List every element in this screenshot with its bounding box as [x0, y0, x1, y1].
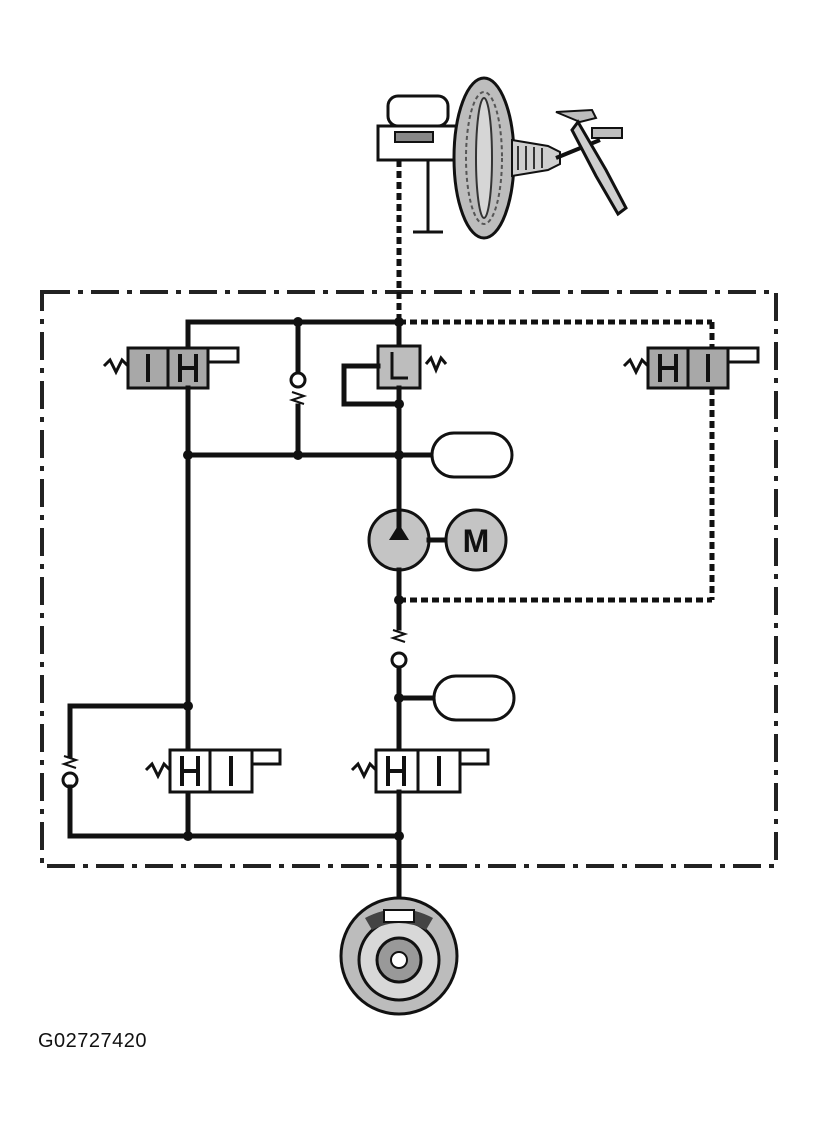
- solenoid-valve-icon: [622, 346, 760, 390]
- check-valve-icon: [288, 371, 308, 405]
- solenoid-valve-icon: [350, 748, 490, 794]
- accumulator-icon: [430, 431, 514, 479]
- check-valve-icon: [60, 755, 80, 789]
- brake-disc-icon: [339, 896, 459, 1016]
- check-valve-icon: [389, 629, 409, 669]
- brake-booster-icon: [452, 76, 561, 240]
- modulator-boundary: [40, 290, 778, 868]
- solenoid-valve-icon: [144, 748, 282, 794]
- solenoid-valve-icon: [376, 344, 448, 390]
- master-cylinder-icon: [376, 94, 462, 234]
- pump-icon: [367, 508, 431, 572]
- accumulator-icon: [432, 674, 516, 722]
- brake-pedal-icon: [555, 108, 628, 217]
- figure-id-label: G02727420: [38, 1030, 148, 1052]
- motor-icon: M: [444, 508, 508, 572]
- solenoid-valve-icon: [102, 346, 240, 390]
- motor-label: M: [463, 523, 490, 559]
